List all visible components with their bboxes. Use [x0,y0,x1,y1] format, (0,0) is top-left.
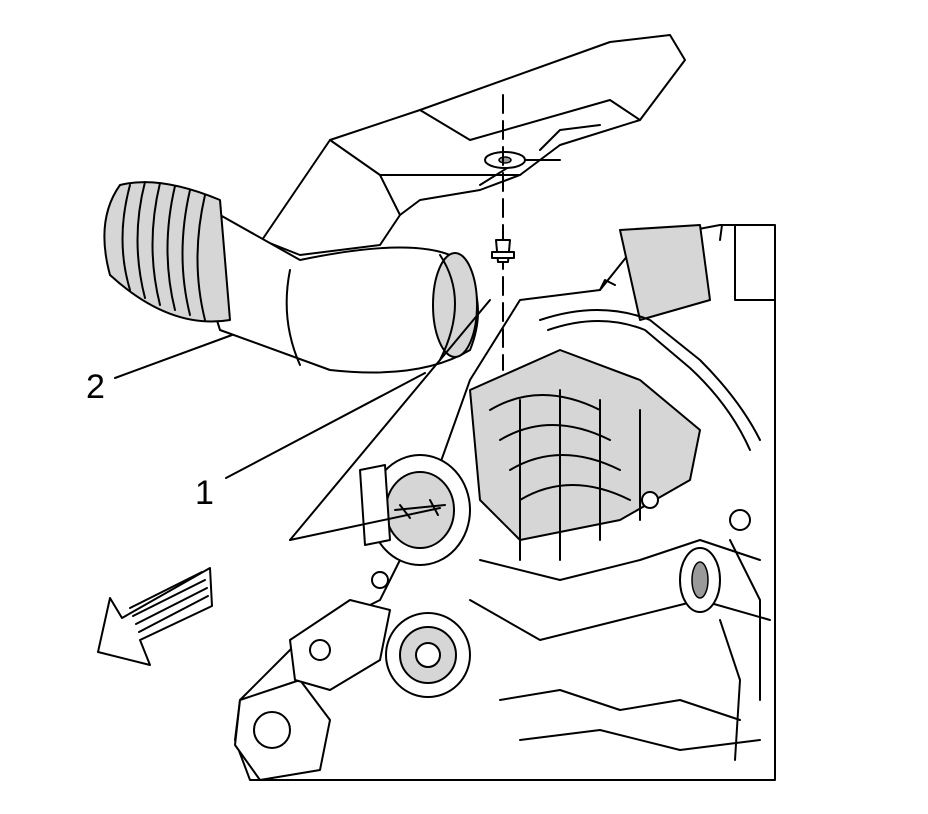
leader-line-1b [289,299,491,541]
leader-lines [114,299,491,541]
bolt-fastener [491,94,515,371]
leader-line-2 [114,334,233,379]
callout-2: 2 [86,368,105,406]
leader-line-1a [225,372,426,479]
air-intake-resonator [261,34,686,256]
front-direction-arrow-icon [97,567,213,666]
callout-1: 1 [195,474,214,512]
air-intake-duct [103,181,479,374]
engine-assembly [234,224,776,781]
leader-line-1c [289,507,441,541]
